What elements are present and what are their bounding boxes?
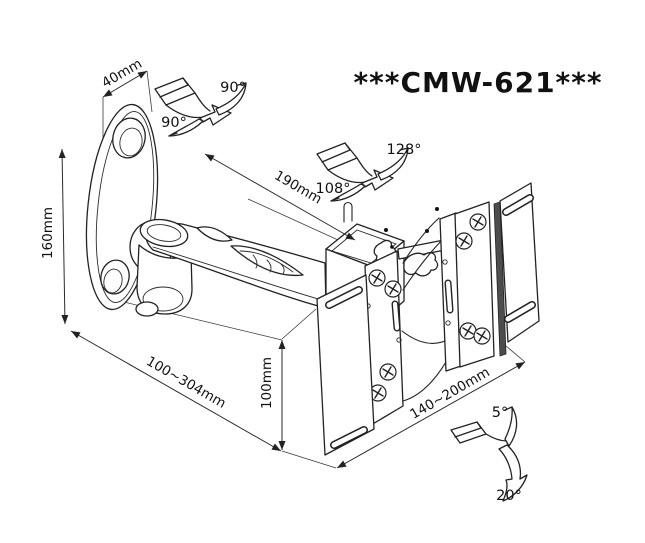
dim-line-160mm [58,148,69,325]
screw [368,269,386,287]
pivot-housing [135,244,193,317]
vesa-plate-right [454,201,495,368]
dimension-lines [58,70,526,469]
dim-line-140-200mm [336,361,526,469]
tilt-icon [450,406,528,502]
arm-pivot-cap [139,218,189,248]
angle-label-tilt-up: 5° [492,405,508,421]
screw [379,363,397,381]
dim-line-40mm [102,70,148,98]
wall-plate-bottom-hole [100,259,130,295]
screw [455,232,473,250]
dim-label-bracket-height: 100mm [259,357,275,409]
vesa-rail-right [499,182,540,343]
vesa-rail-left [316,274,375,456]
screw [384,280,402,298]
plate-folded-edge [493,201,507,357]
angle-label-swivel-head-up: 128° [387,142,422,158]
arm-cutout-large [230,245,304,277]
dim-label-plate-height: 160mm [40,207,56,259]
dim-line-190mm [204,153,356,241]
model-title: ***CMW-621*** [354,66,603,99]
dim-label-extension: 100~304mm [143,353,228,411]
dim-line-100-304mm [70,330,282,452]
screw [473,327,491,345]
screw [469,213,487,231]
angle-label-tilt-down: 20° [496,488,522,504]
angle-label-swivel-head-down: 108° [316,181,351,197]
dim-label-bracket-width: 140~200mm [407,364,492,422]
angle-label-swivel-wall-down: 90° [161,115,187,131]
angle-label-swivel-wall-up: 90° [220,80,246,96]
